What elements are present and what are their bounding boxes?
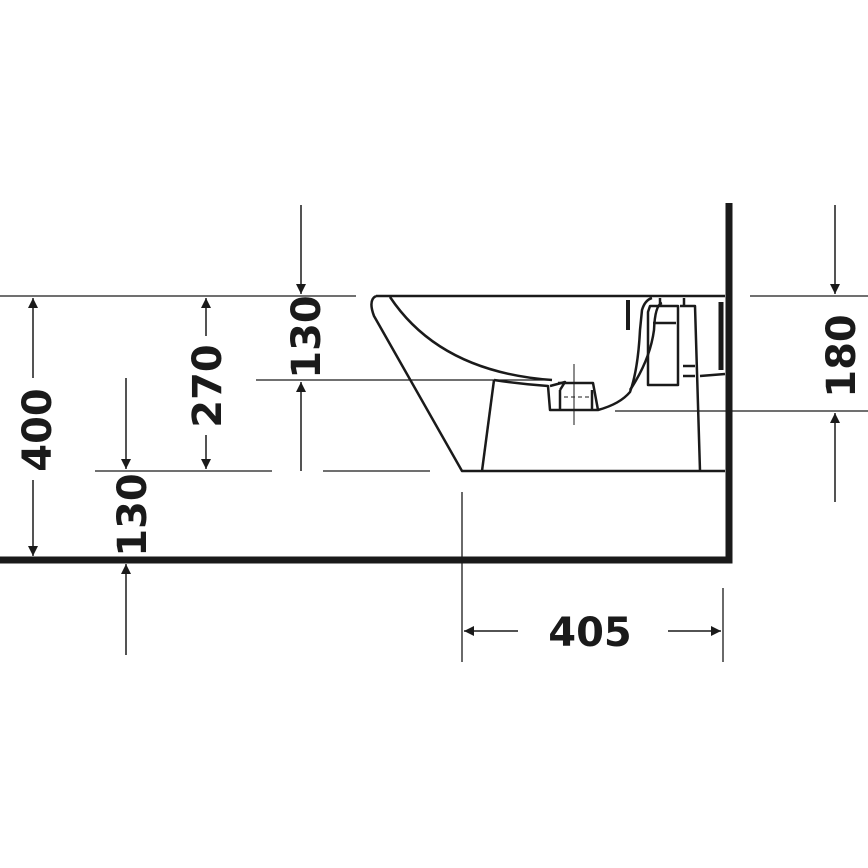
dim-130-rim-label: 130	[284, 295, 330, 379]
dim-130-floor-label: 130	[110, 473, 156, 557]
dim-180-label: 180	[819, 314, 865, 398]
dim-405-label: 405	[548, 610, 632, 656]
bidet-outline	[370, 294, 726, 473]
extension-lines	[0, 295, 868, 662]
dim-270-label: 270	[185, 344, 231, 428]
wall-floor	[0, 203, 733, 564]
dim-400-label: 400	[15, 388, 61, 472]
dimension-lines	[28, 205, 840, 655]
center-mark	[564, 364, 592, 425]
